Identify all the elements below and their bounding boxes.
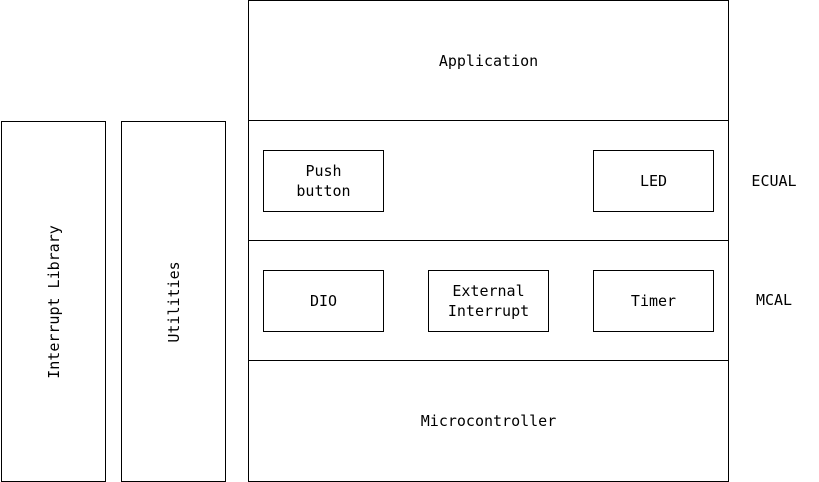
led-label: LED [639, 172, 668, 190]
dio-module: DIO [263, 270, 384, 332]
application-label: Application [438, 52, 539, 70]
push-button-module: Push button [263, 150, 384, 212]
interrupt-library-block: Interrupt Library [1, 121, 106, 482]
utilities-block: Utilities [121, 121, 226, 482]
application-layer: Application [248, 0, 729, 121]
timer-label: Timer [630, 292, 677, 310]
push-button-label-line-2: button [296, 182, 351, 200]
microcontroller-label: Microcontroller [420, 412, 557, 430]
external-interrupt-label-line-2: Interrupt [447, 302, 530, 320]
ecual-layer-label: ECUAL [751, 172, 797, 190]
microcontroller-layer: Microcontroller [248, 360, 729, 482]
mcal-layer-label: MCAL [755, 291, 793, 309]
led-module: LED [593, 150, 714, 212]
dio-label: DIO [309, 292, 338, 310]
external-interrupt-label-line-1: External [452, 282, 525, 300]
interrupt-library-label: Interrupt Library [44, 224, 63, 379]
external-interrupt-module: External Interrupt [428, 270, 549, 332]
timer-module: Timer [593, 270, 714, 332]
push-button-label-line-1: Push [305, 162, 342, 180]
utilities-label: Utilities [164, 260, 183, 343]
